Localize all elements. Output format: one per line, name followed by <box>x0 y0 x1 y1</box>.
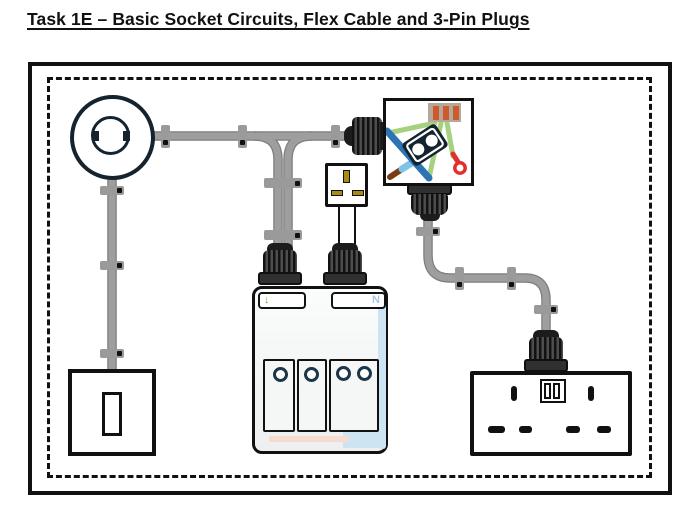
neutral-terminal-slot: N <box>331 292 386 309</box>
earth-slot <box>588 386 594 401</box>
cable-gland <box>323 272 367 285</box>
lampholder-terminal-left <box>92 131 99 141</box>
cable-plug-to-socket <box>424 212 550 340</box>
breaker-indicator <box>304 367 319 382</box>
cable-clip <box>534 305 558 314</box>
clip-nail-dot <box>295 233 300 238</box>
neutral-pin <box>352 190 364 196</box>
page-title: Task 1E – Basic Socket Circuits, Flex Ca… <box>27 9 530 29</box>
ring-terminal <box>453 161 467 175</box>
cable-gland <box>344 126 353 146</box>
cable-clip <box>331 125 340 148</box>
lampholder-terminal-right <box>123 131 130 141</box>
cable-gland <box>332 243 358 252</box>
clip-nail-dot <box>433 229 438 234</box>
cable-clip <box>161 125 170 148</box>
clip-nail-dot <box>117 188 122 193</box>
cord-grip <box>402 124 448 166</box>
cable-gland <box>529 337 563 361</box>
cable-clip <box>455 267 464 290</box>
cable-clip <box>100 261 124 270</box>
clip-nail-dot <box>163 140 168 145</box>
cable-gland <box>411 194 448 215</box>
terminal-block <box>428 103 461 122</box>
cable-tee-right <box>284 132 313 254</box>
light-switch <box>68 369 156 456</box>
clip-nail-dot <box>551 307 556 312</box>
live-slot <box>566 426 580 433</box>
consumer-unit: ↓ N <box>252 286 388 454</box>
cable-clip <box>100 349 124 358</box>
earth-terminal-slot: ↓ <box>258 292 306 309</box>
cable-gland <box>267 243 293 252</box>
unit-blue-patch <box>343 429 381 448</box>
cable-gland <box>533 330 559 339</box>
clip-nail-dot <box>333 140 338 145</box>
plug-internals <box>386 103 467 182</box>
switch-rocker <box>102 392 122 436</box>
live-slot <box>488 426 505 433</box>
cable-gland <box>258 272 302 285</box>
neutral-label: N <box>372 294 380 306</box>
neutral-slot <box>597 426 611 433</box>
socket-rocker <box>544 383 551 399</box>
clip-nail-dot <box>457 282 462 287</box>
breaker-indicator <box>273 367 288 382</box>
cable-gland <box>263 250 297 274</box>
clip-nail-dot <box>295 181 300 186</box>
cable-clip <box>264 178 302 188</box>
socket-rocker <box>553 383 560 399</box>
dashed-inner-border <box>47 77 652 478</box>
earth-wire <box>386 120 438 136</box>
clip-nail-dot <box>509 282 514 287</box>
cable-clip <box>238 125 247 148</box>
clip-nail-dot <box>240 140 245 145</box>
clip-nail-dot <box>117 263 122 268</box>
red-wire <box>450 151 461 165</box>
socket-switch-plate <box>540 379 566 403</box>
diagram-frame <box>28 62 672 495</box>
cable-tee-left <box>253 132 282 254</box>
neutral-slot <box>519 426 532 433</box>
cable-clip <box>507 267 516 290</box>
cable-clip <box>100 186 124 195</box>
cable-gland <box>328 250 362 274</box>
cable-gland <box>352 117 382 155</box>
flex-cables <box>107 131 551 370</box>
double-socket <box>470 371 632 456</box>
breaker-indicator <box>336 366 351 381</box>
live-pin <box>331 190 343 196</box>
cable-gland <box>420 214 440 221</box>
clip-nail-dot <box>117 351 122 356</box>
cable-clip <box>264 230 302 240</box>
earth-arrow: ↓ <box>264 294 270 306</box>
unit-pink-strip <box>269 436 349 442</box>
earth-slot <box>511 386 517 401</box>
plug-pin-face <box>325 163 368 207</box>
breaker-indicator <box>357 366 372 381</box>
open-plug <box>383 98 474 186</box>
unit-blue-strip <box>378 303 386 449</box>
earth-pin <box>343 170 350 183</box>
cable-clip <box>416 227 440 236</box>
earth-wire <box>444 120 456 159</box>
ceiling-rose <box>70 95 155 180</box>
